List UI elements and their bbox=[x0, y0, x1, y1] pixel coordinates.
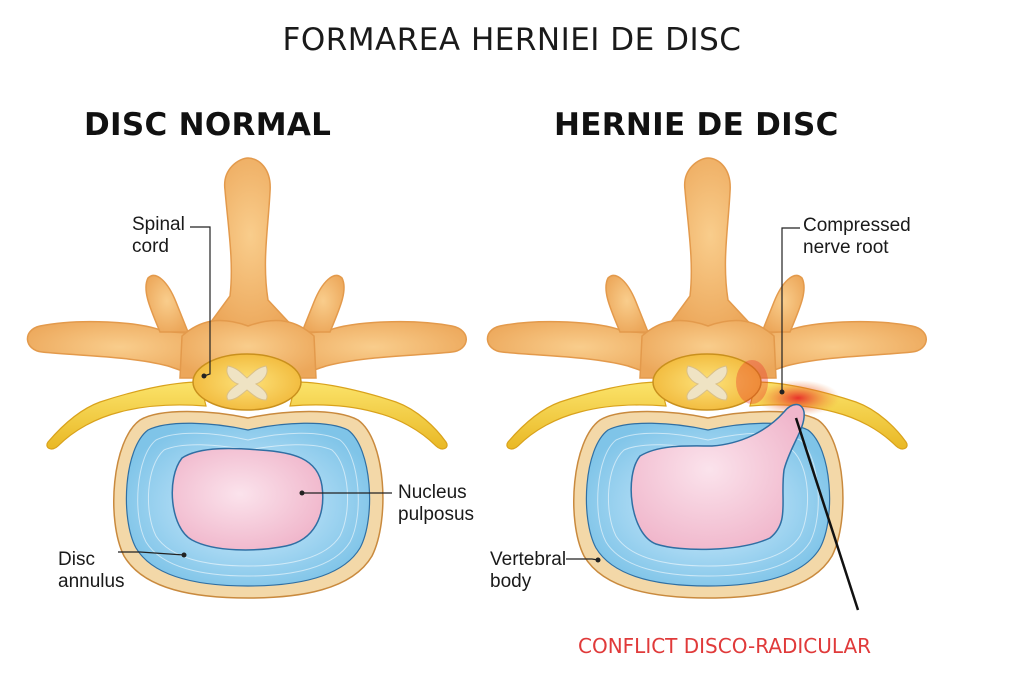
leader-lines-normal bbox=[118, 226, 392, 556]
compression-zone bbox=[756, 380, 840, 416]
leader-compressed-root bbox=[781, 227, 800, 392]
conflict-arrow-line bbox=[794, 417, 860, 611]
label-spinal-cord: Spinal cord bbox=[132, 214, 185, 257]
articular-process-left-2 bbox=[605, 274, 650, 333]
leader-dots-herniated bbox=[595, 389, 785, 563]
label-conflict-disco-radicular: CONFLICT DISCO-RADICULAR bbox=[578, 634, 872, 658]
herniated-vertebra bbox=[486, 157, 927, 599]
spinous-process-2 bbox=[663, 157, 758, 331]
nerve-root-left-2 bbox=[506, 381, 667, 450]
articular-process-left bbox=[145, 274, 190, 333]
cord-compression-glow bbox=[736, 360, 768, 404]
grey-matter bbox=[226, 365, 268, 401]
panel-title-herniated: HERNIE DE DISC bbox=[554, 107, 839, 143]
leader-spinal-cord bbox=[190, 226, 211, 377]
leader-dots-normal bbox=[181, 373, 305, 558]
label-compressed-nerve-root: Compressed nerve root bbox=[803, 215, 911, 258]
herniated-nucleus bbox=[630, 403, 805, 551]
spinous-process bbox=[203, 157, 298, 331]
normal-vertebra bbox=[26, 157, 467, 599]
grey-matter-2 bbox=[686, 365, 728, 401]
label-disc-annulus: Disc annulus bbox=[58, 549, 125, 592]
nerve-root-right bbox=[289, 381, 448, 450]
label-nucleus-pulposus: Nucleus pulposus bbox=[398, 482, 475, 525]
nucleus-pulposus bbox=[171, 447, 324, 551]
label-vertebral-body: Vertebral body bbox=[490, 549, 567, 592]
figure-title: FORMAREA HERNIEI DE DISC bbox=[282, 22, 742, 58]
leader-annulus bbox=[118, 551, 185, 556]
panel-title-normal: DISC NORMAL bbox=[84, 107, 332, 143]
articular-process-right-2 bbox=[760, 274, 805, 333]
articular-process-right bbox=[300, 274, 345, 333]
nerve-root-left bbox=[46, 381, 207, 450]
